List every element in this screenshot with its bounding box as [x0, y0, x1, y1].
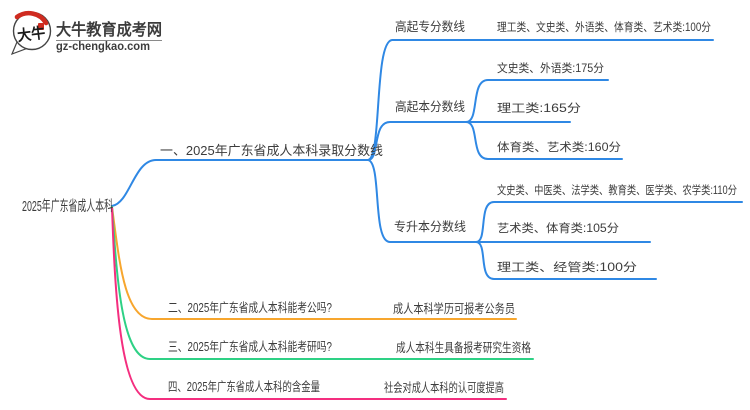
leaf-zsb-100: 理工类、经管类:100分	[497, 260, 638, 274]
branch-line-topic3	[111, 206, 534, 360]
topic4-node: 四、2025年广东省成人本科的含金量	[168, 379, 320, 394]
logo-red-crescent	[14, 10, 49, 26]
root-node: 2025年广东省成人本科	[22, 198, 113, 215]
brand-site-url: gz-chengkao.com	[56, 41, 150, 53]
leaf-gqb-160: 体育类、艺术类:160分	[497, 140, 622, 154]
topic2-node: 二、2025年广东省成人本科能考公吗?	[168, 301, 332, 315]
answer-hanjinliang: 社会对成人本科的认可度提高	[384, 380, 504, 395]
leaf-gqb-175: 文史类、外语类:175分	[497, 61, 604, 75]
node-zhuanshengben: 专升本分数线	[394, 219, 466, 234]
node-gaoqiben: 高起本分数线	[395, 99, 465, 114]
leaf-zsb-105: 艺术类、体育类:105分	[497, 221, 620, 235]
branch-line-zsb-110	[475, 201, 743, 243]
answer-kaogong: 成人本科学历可报考公务员	[393, 301, 515, 316]
leaf-gqb-165: 理工类:165分	[497, 101, 582, 115]
logo-characters: 大牛	[16, 24, 46, 45]
branch-line-gqb-160	[465, 121, 623, 160]
branch-line-gqb-175	[465, 79, 609, 123]
topic3-node: 三、2025年广东省成人本科能考研吗?	[168, 340, 332, 354]
leaf-gqz-100: 理工类、文史类、外语类、体育类、艺术类:100分	[497, 20, 711, 34]
brand-logo: 大牛 大牛教育成考网 gz-chengkao.com	[10, 10, 162, 56]
branch-line-gaoqiben	[367, 121, 571, 161]
branch-line-zsb-100	[475, 241, 657, 280]
branch-line-gaoqizhuan	[367, 39, 714, 161]
branch-line-zhuanshengben	[367, 159, 651, 243]
answer-kaoyan: 成人本科生具备报考研究生资格	[396, 340, 531, 355]
branch-line-topic4	[111, 207, 507, 400]
leaf-zsb-110: 文史类、中医类、法学类、教育类、医学类、农学类:110分	[497, 183, 737, 197]
branch-line-topic2	[111, 206, 517, 320]
branch-line-topic1	[111, 159, 369, 207]
brand-site-name: 大牛教育成考网	[56, 20, 162, 39]
node-gaoqizhuan: 高起专分数线	[395, 19, 465, 34]
logo-red-seal	[38, 23, 44, 30]
topic1-node: 一、2025年广东省成人本科录取分数线	[160, 143, 383, 158]
